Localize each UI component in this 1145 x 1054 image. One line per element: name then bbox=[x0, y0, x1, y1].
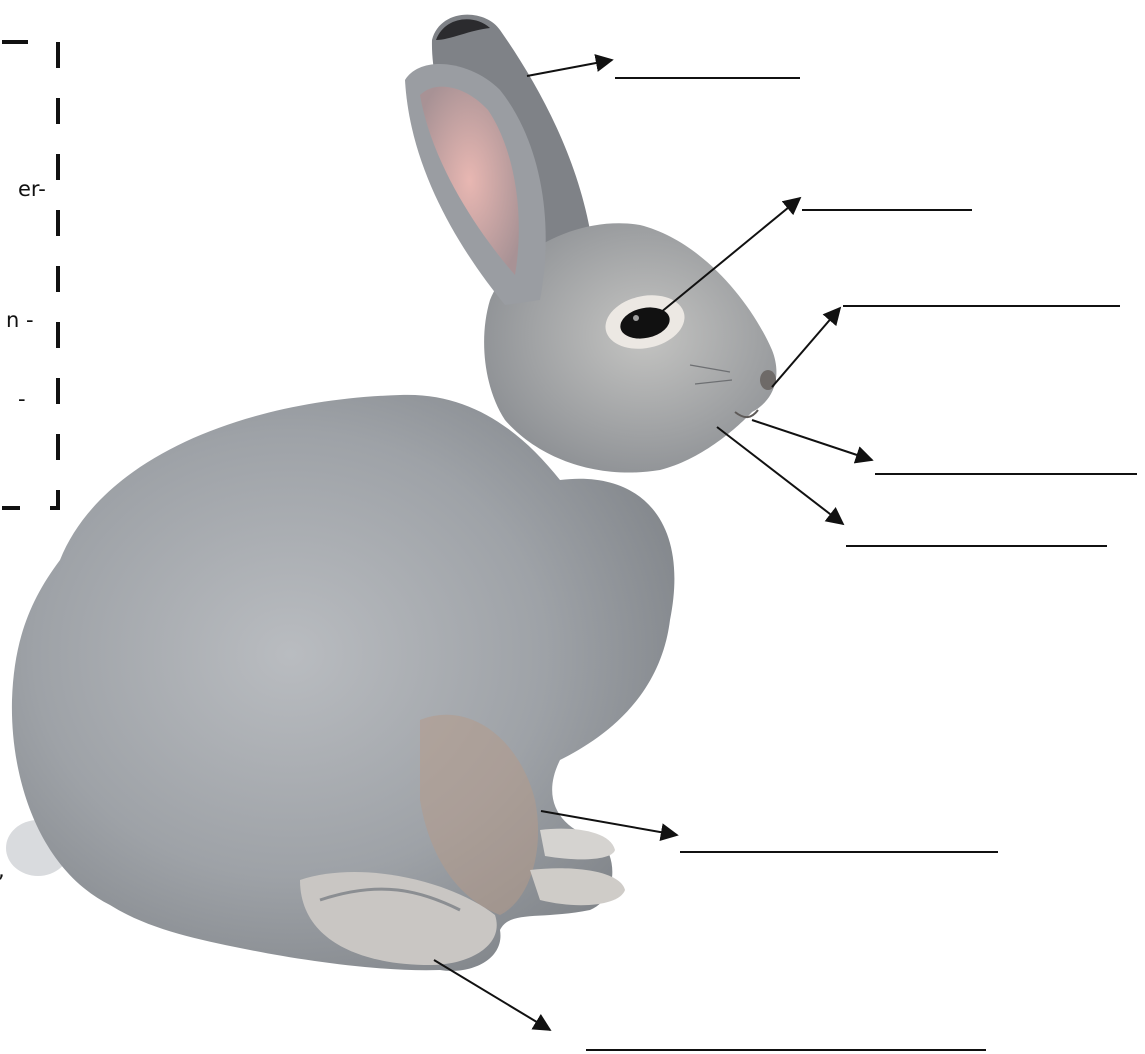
word-bank-border bbox=[2, 42, 58, 508]
nose-arrow bbox=[772, 308, 840, 387]
whiskers-arrow bbox=[752, 420, 872, 460]
rabbit-illustration bbox=[6, 15, 776, 971]
mouth-arrow bbox=[717, 427, 843, 524]
rabbit-nose bbox=[760, 370, 776, 390]
ear-arrow bbox=[527, 60, 612, 76]
back-foot-arrow bbox=[434, 960, 550, 1030]
